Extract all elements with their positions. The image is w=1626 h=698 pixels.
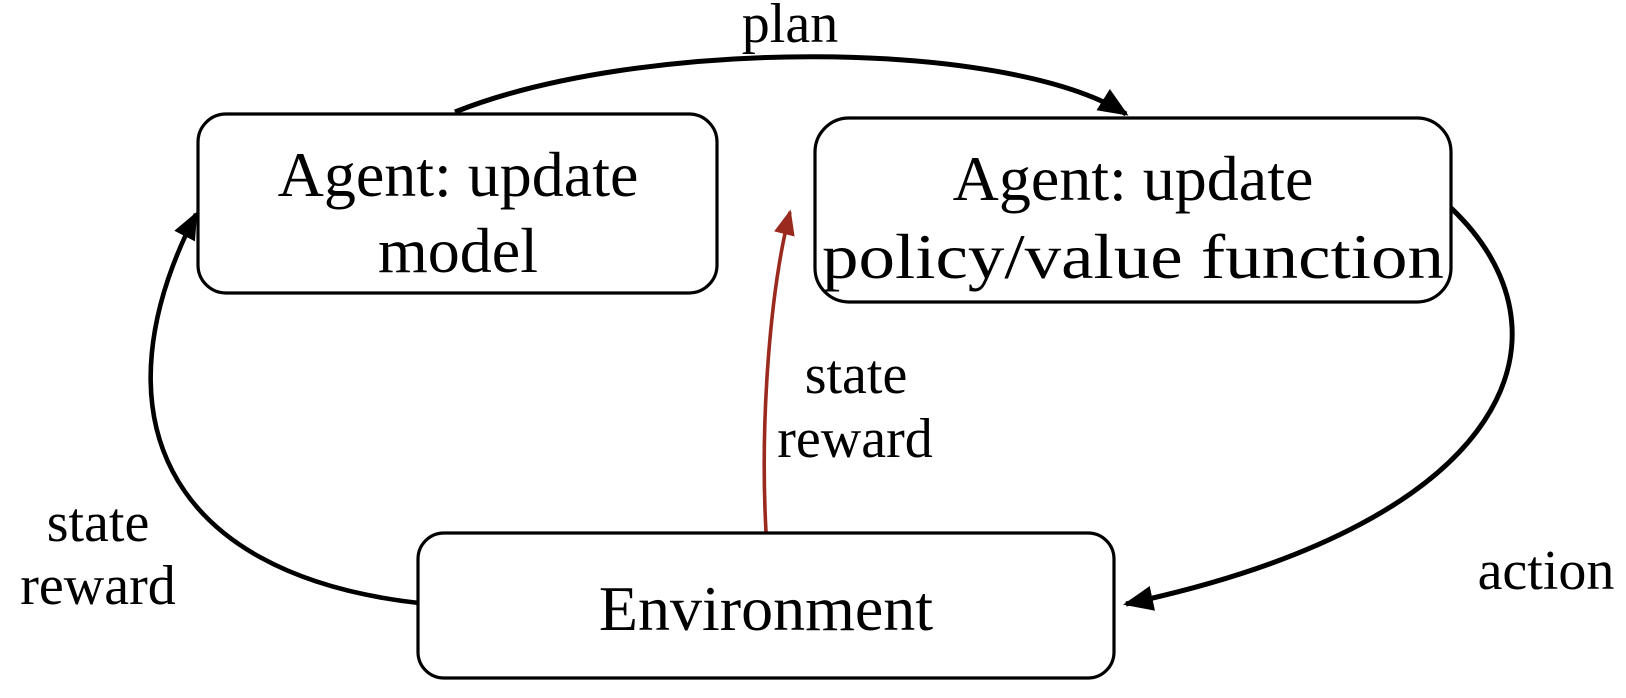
edge-state-reward-to-model-label-line2: reward — [20, 555, 175, 617]
edge-action-label: action — [1478, 540, 1615, 602]
edge-action-arrow — [1123, 206, 1515, 611]
node-agent-update-policy-label-line2: policy/value function — [822, 221, 1444, 292]
edge-state-reward-to-model-arrow — [148, 211, 420, 606]
edge-state-reward-to-policy-label-line2: reward — [777, 408, 932, 470]
node-agent-update-model-box — [196, 112, 719, 295]
node-agent-update-model-label-line2: model — [378, 215, 538, 286]
node-agent-update-policy-box — [813, 116, 1453, 304]
edge-state-reward-to-policy-label-line1: state — [805, 344, 908, 406]
node-environment-label: Environment — [599, 573, 933, 644]
edge-plan-label: plan — [742, 0, 838, 55]
node-agent-update-model-label-line1: Agent: update — [278, 139, 639, 210]
edge-state-reward-to-model-label-line1: state — [47, 492, 150, 554]
node-agent-update-policy-label-line1: Agent: update — [953, 143, 1314, 214]
edge-state-reward-to-policy-arrow — [762, 209, 795, 533]
edge-plan-arrow — [454, 54, 1129, 117]
node-environment-box — [416, 531, 1116, 680]
